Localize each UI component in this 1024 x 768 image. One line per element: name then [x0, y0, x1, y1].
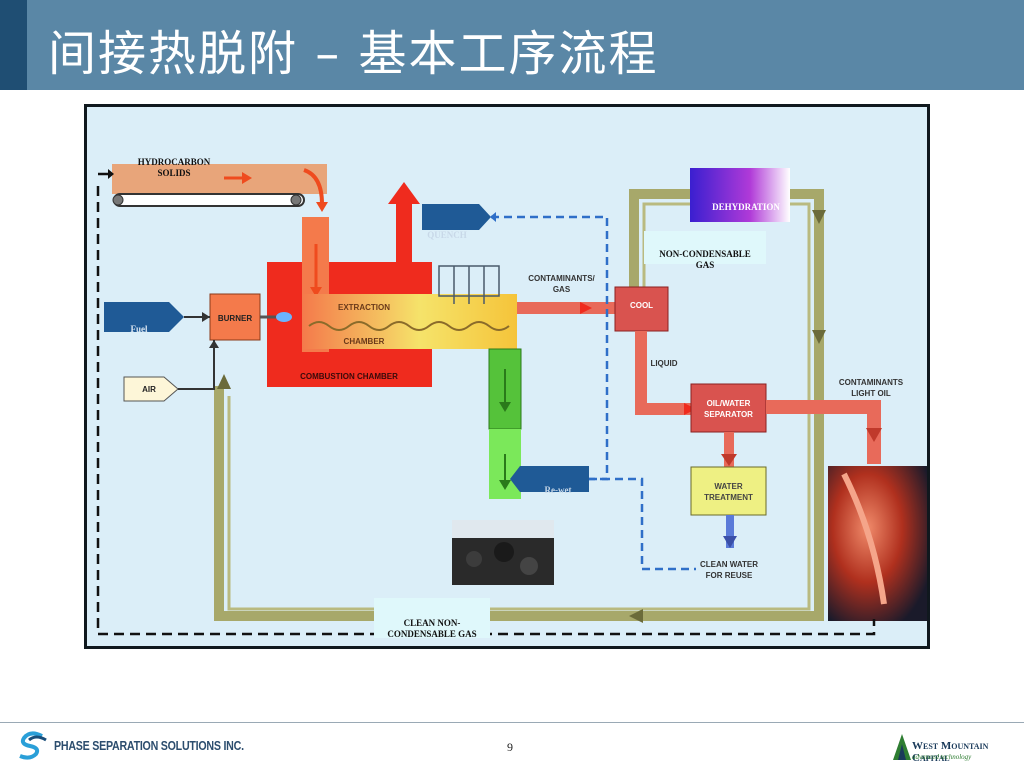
pss-logo-icon — [19, 731, 47, 760]
separator-line1: OIL/WATER — [706, 399, 751, 408]
solids-arrow-icon-2 — [499, 480, 511, 490]
water-arrow-icon — [721, 454, 737, 466]
fuel-label: Fuel — [130, 324, 148, 334]
hydrocarbon-solids-label: HYDROCARBON SOLIDS — [124, 157, 224, 179]
wmc-logo-text: West Mountain Capital — [912, 740, 989, 764]
process-flow-diagram: HYDROCARBON SOLIDS DEHYDRATION QUENCH NO… — [84, 104, 930, 649]
quench-label: QUENCH — [427, 230, 467, 240]
water-treatment-line1: WATER — [714, 482, 743, 491]
contam-gas-line2: GAS — [552, 285, 571, 294]
rewet-dashed-line — [589, 477, 696, 571]
quench-dashed-line — [491, 215, 609, 481]
water-treatment-line2: TREATMENT — [704, 493, 753, 502]
footer-divider — [0, 722, 1024, 723]
recycle-arrow-icon — [108, 169, 114, 179]
hydrocarbon-label-line2: SOLIDS — [157, 168, 191, 178]
contam-gas-line1: CONTAMINANTS/ — [528, 274, 595, 283]
clean-water-line2: FOR REUSE — [705, 571, 753, 580]
solids-arrow-icon-1 — [499, 402, 511, 412]
light-oil-pipe — [766, 400, 881, 464]
clean-ncg-label: CLEAN NON- CONDENSABLE GAS — [374, 618, 490, 640]
burner-label: BURNER — [217, 314, 253, 323]
non-condensable-gas-box — [644, 231, 766, 264]
pss-logo-text: PHASE SEPARATION SOLUTIONS INC. — [54, 738, 244, 753]
water-pipe — [724, 432, 734, 467]
slide-title: 间接热脱附 – 基本工序流程 — [48, 26, 659, 82]
cool-label: COOL — [629, 301, 654, 310]
oil-water-separator-label: OIL/WATER SEPARATOR — [691, 398, 766, 420]
light-oil-line1: CONTAMINANTS — [838, 378, 904, 387]
separator-line2: SEPARATOR — [704, 410, 753, 419]
feed-down-arrow-icon — [316, 202, 328, 212]
loop-arrow-up-icon — [217, 374, 231, 389]
dehydration-label: DEHYDRATION — [712, 202, 780, 212]
conveyor-belt — [113, 193, 305, 207]
solids-arrow-icon — [242, 172, 252, 184]
liquid-pipe — [635, 331, 696, 415]
photo-rock-3 — [520, 557, 538, 575]
feed-down-arrow-curve — [303, 168, 324, 205]
clean-water-label: CLEAN WATER FOR REUSE — [684, 559, 774, 581]
dehydration-box — [690, 168, 790, 222]
title-accent — [0, 0, 27, 90]
exhaust-arrow-icon — [388, 182, 420, 204]
fuel-input — [104, 302, 184, 332]
loop-arrow-down-icon-1 — [812, 210, 826, 224]
air-input — [123, 376, 179, 402]
contaminants-gas-label: CONTAMINANTS/ GAS — [524, 273, 599, 295]
photo-rock-2 — [494, 542, 514, 562]
extraction-label: EXTRACTION — [338, 303, 390, 312]
air-line — [178, 340, 215, 390]
process-flow-svg — [84, 104, 930, 649]
clean-ncg-line2: CONDENSABLE GAS — [387, 629, 477, 639]
wmc-logo-icon — [893, 734, 911, 760]
light-oil-arrow-icon — [866, 428, 882, 442]
wmc-logo-subtext: advanced technology — [912, 753, 972, 761]
cool-box — [614, 286, 669, 332]
air-arrow-icon — [209, 340, 219, 348]
title-bar: 间接热脱附 – 基本工序流程 — [0, 0, 1024, 90]
gas-pipe-to-cool — [517, 302, 617, 314]
non-condensable-gas-label: NON-CONDENSABLE GAS — [644, 249, 766, 271]
gas-arrow-icon — [580, 302, 592, 314]
flame-icon — [276, 312, 292, 322]
loop-arrow-down-icon-2 — [812, 330, 826, 344]
air-label: AIR — [142, 385, 156, 394]
fuel-arrow-icon — [202, 312, 210, 322]
loop-arrow-left-icon-1 — [629, 609, 643, 623]
combustion-chamber-label: COMBUSTION CHAMBER — [300, 372, 398, 381]
solids-feed-band — [112, 164, 327, 194]
oil-pour-photo — [828, 466, 927, 621]
photo-sky — [452, 520, 554, 538]
exhaust-stack — [396, 204, 412, 262]
liquid-arrow-icon — [684, 403, 696, 415]
oil-water-separator-box — [690, 383, 767, 433]
rewet-label: Re-wet — [544, 485, 572, 495]
oil-stream — [841, 472, 887, 605]
clean-water-arrow-icon — [723, 536, 737, 548]
water-treatment-box — [690, 466, 767, 516]
auger-screw — [308, 321, 510, 331]
photo-rock-1 — [466, 551, 482, 567]
page-number: 9 — [507, 740, 513, 754]
quench-arrow-icon — [490, 212, 496, 222]
hydrocarbon-label-line1: HYDROCARBON — [137, 157, 211, 167]
contaminants-light-oil-label: CONTAMINANTS LIGHT OIL — [826, 377, 916, 399]
ncg-label-line1: NON-CONDENSABLE — [659, 249, 751, 259]
chamber-label: CHAMBER — [343, 337, 385, 346]
clean-water-line1: CLEAN WATER — [699, 560, 759, 569]
clean-water-pipe — [726, 515, 734, 548]
quench-input — [422, 204, 491, 230]
clean-ncg-box — [374, 598, 490, 638]
conveyor-roller-left — [112, 194, 124, 206]
light-oil-line2: LIGHT OIL — [851, 389, 891, 398]
liquid-label: LIQUID — [650, 359, 678, 368]
rewet-input — [510, 466, 589, 492]
water-treatment-label: WATER TREATMENT — [691, 481, 766, 503]
clean-ncg-line1: CLEAN NON- — [403, 618, 461, 628]
conveyor-roller-right — [290, 194, 302, 206]
chute-arrow-icon — [310, 287, 322, 297]
ncg-label-line2: GAS — [695, 260, 715, 270]
